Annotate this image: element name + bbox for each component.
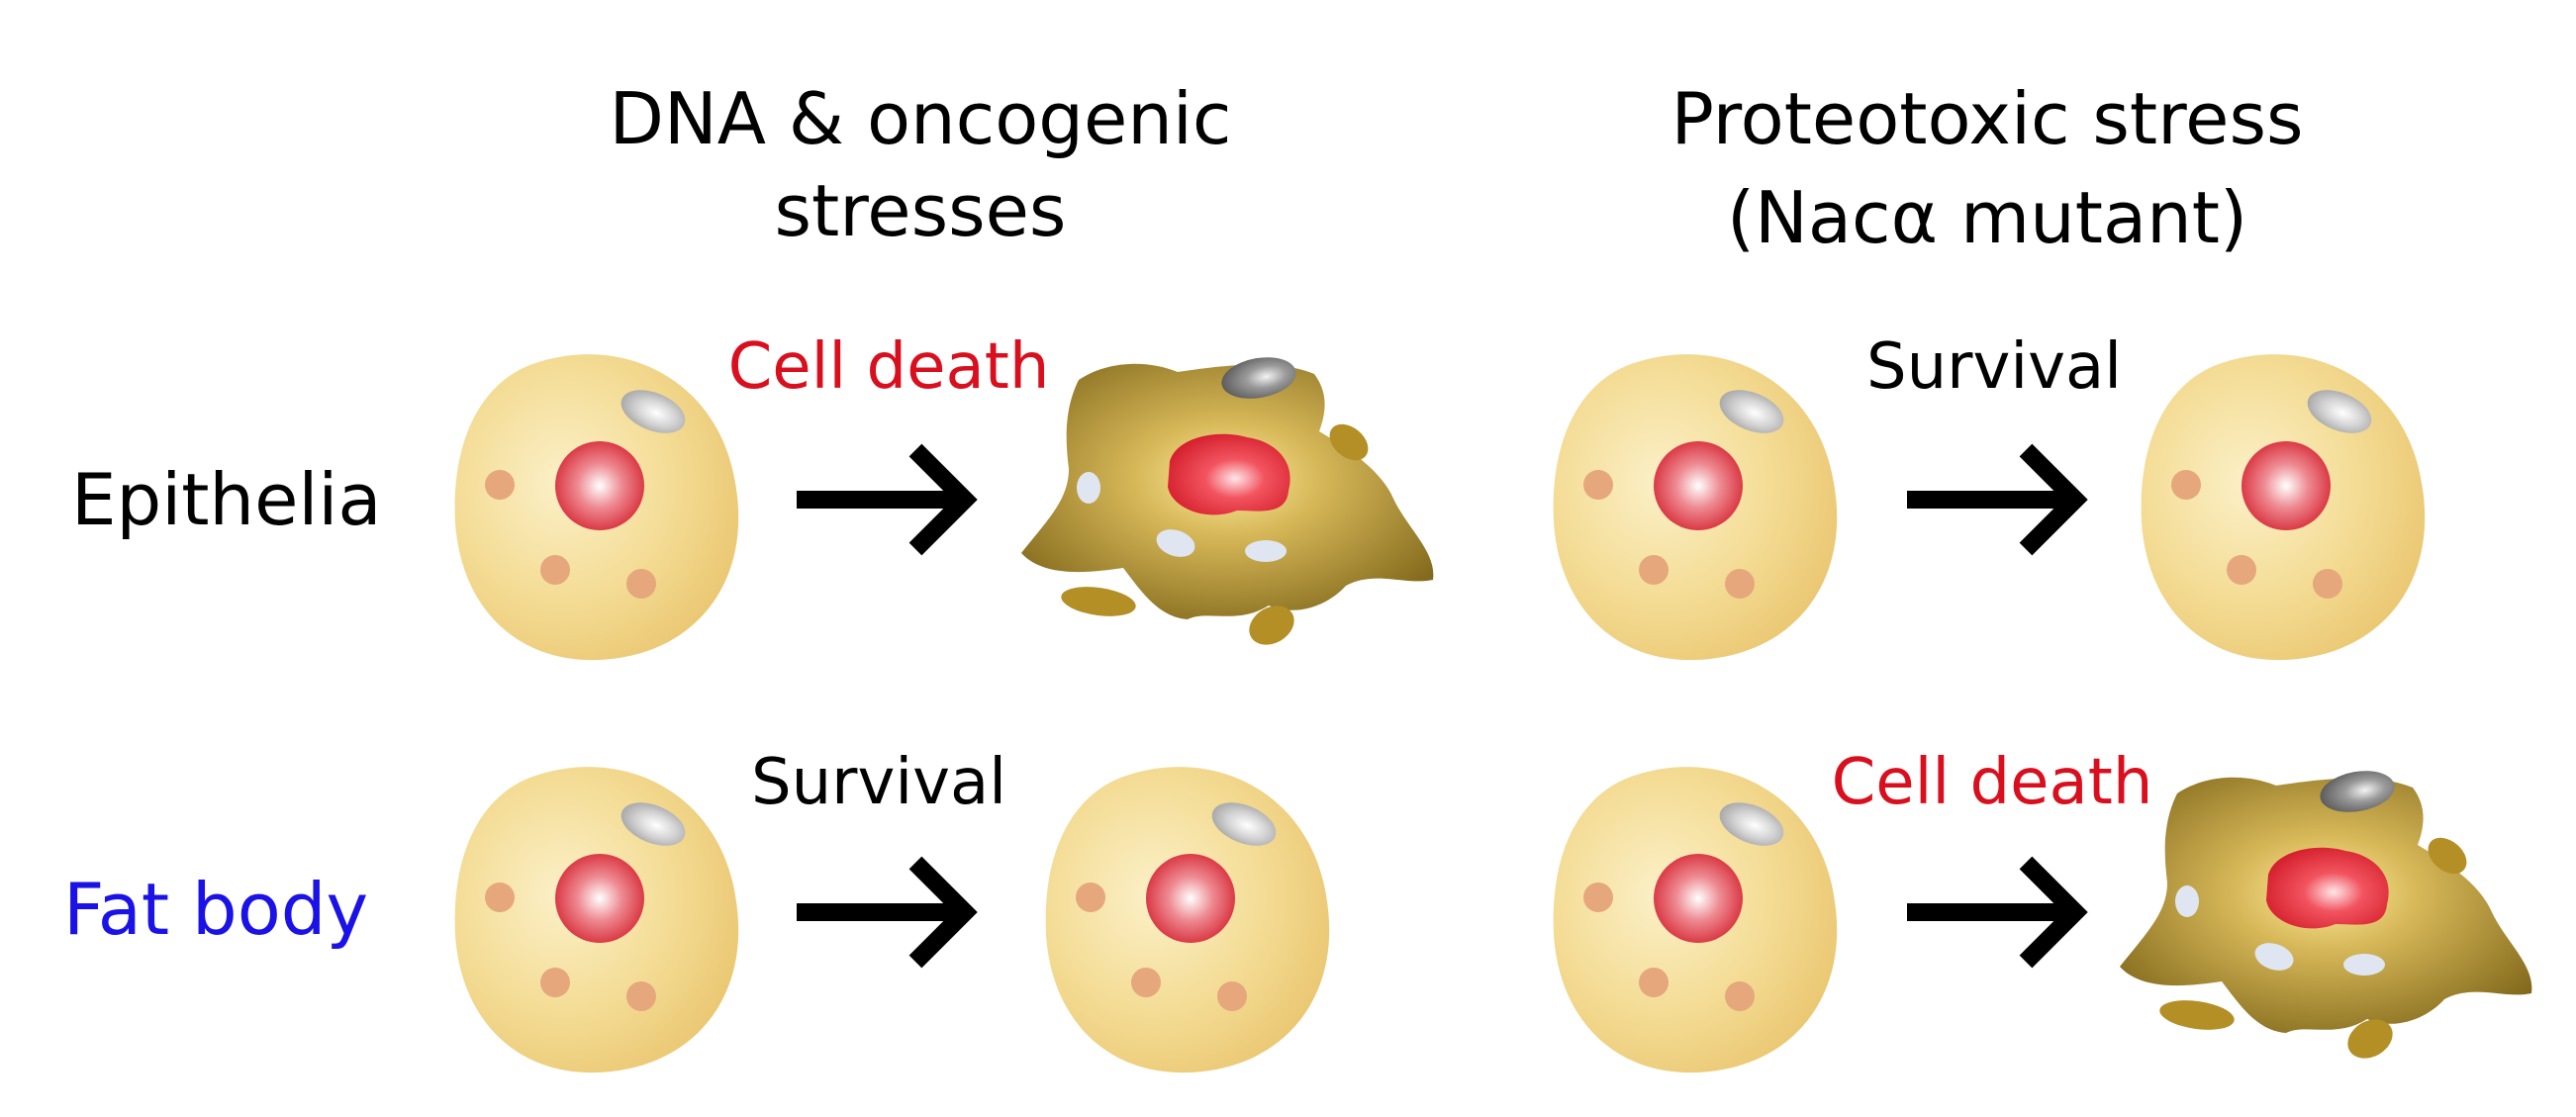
panel-epithelia-dna: Cell death	[454, 330, 1434, 661]
panel-epithelia-proteotoxic: Survival	[1553, 330, 2426, 661]
outcome-label-survival: Survival	[751, 746, 1006, 819]
healthy-cell	[1553, 354, 1838, 661]
healthy-cell	[2141, 354, 2426, 661]
arrow-right-icon	[1907, 443, 2088, 556]
arrow-right-icon	[1907, 856, 2088, 969]
column-header-dna: DNA & oncogenic stresses	[609, 77, 1231, 252]
arrow-right-icon	[797, 443, 978, 556]
panel-fatbody-dna: Survival	[454, 746, 1330, 1073]
header-proteotoxic-line-2: (Nacα mutant)	[1727, 176, 2247, 259]
healthy-cell	[1553, 767, 1838, 1073]
header-dna-line-1: DNA & oncogenic	[609, 77, 1231, 160]
outcome-label-cell-death: Cell death	[1832, 746, 2153, 819]
header-dna-line-2: stresses	[775, 169, 1067, 252]
dead-cell	[2120, 765, 2532, 1067]
healthy-cell	[454, 354, 739, 661]
healthy-cell	[1045, 767, 1330, 1073]
outcome-label-cell-death: Cell death	[728, 330, 1050, 404]
row-label-epithelia: Epithelia	[71, 458, 382, 541]
outcome-label-survival: Survival	[1866, 330, 2122, 404]
panel-fatbody-proteotoxic: Cell death	[1553, 746, 2532, 1073]
row-label-fat-body: Fat body	[63, 868, 368, 951]
header-proteotoxic-line-1: Proteotoxic stress	[1670, 77, 2303, 160]
arrow-right-icon	[797, 856, 978, 969]
dead-cell	[1021, 351, 1434, 653]
column-header-proteotoxic: Proteotoxic stress (Nacα mutant)	[1670, 77, 2303, 259]
healthy-cell	[454, 767, 739, 1073]
